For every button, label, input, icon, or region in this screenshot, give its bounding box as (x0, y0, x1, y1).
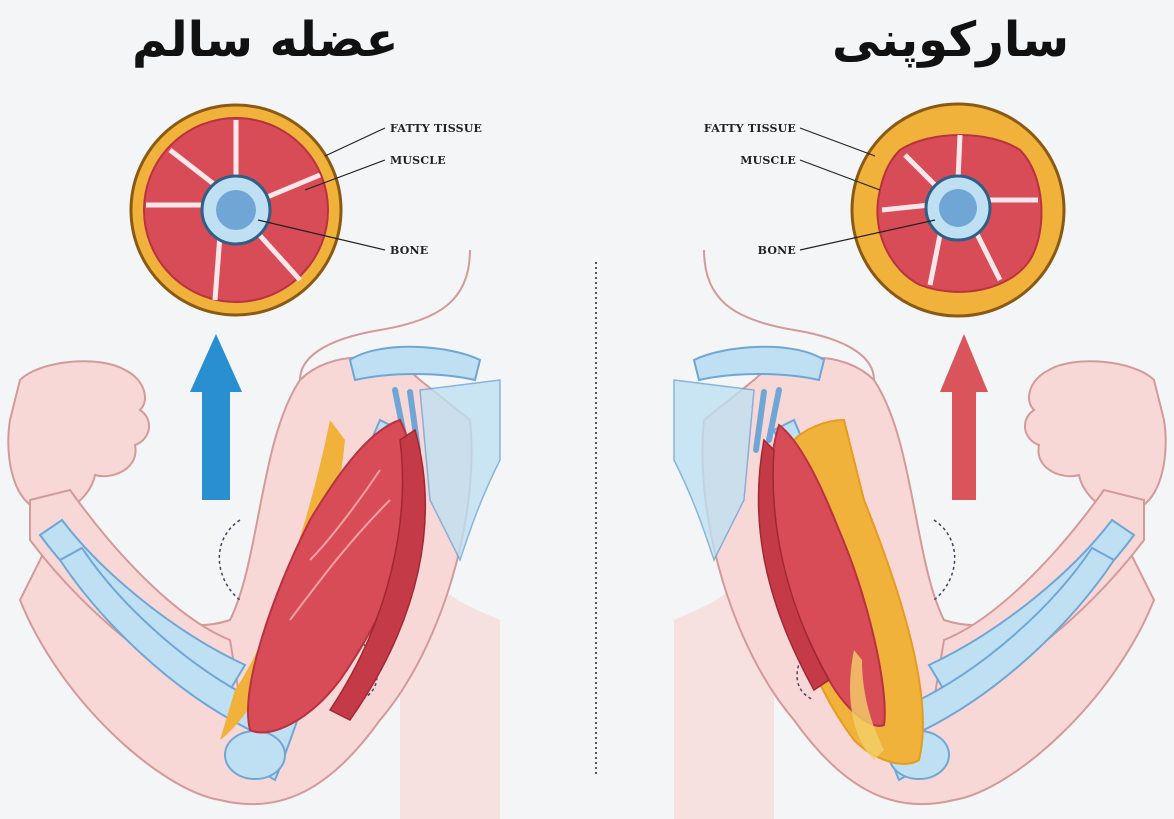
healthy-up-arrow (190, 334, 242, 500)
sarcopenia-fatty-tissue-label: FATTY TISSUE (704, 122, 796, 135)
sarcopenia-cross-section (852, 104, 1064, 316)
healthy-fatty-tissue-label: FATTY TISSUE (390, 122, 482, 135)
sarcopenia-bone-label: BONE (758, 244, 796, 257)
healthy-cross-section (131, 105, 341, 315)
healthy-arm-illustration (8, 250, 500, 819)
healthy-bone-label: BONE (390, 244, 428, 257)
sarcopenia-arm-illustration (674, 250, 1166, 819)
sarcopenia-muscle-label: MUSCLE (740, 154, 796, 167)
healthy-muscle-label: MUSCLE (390, 154, 446, 167)
sarcopenia-up-arrow (940, 334, 988, 500)
